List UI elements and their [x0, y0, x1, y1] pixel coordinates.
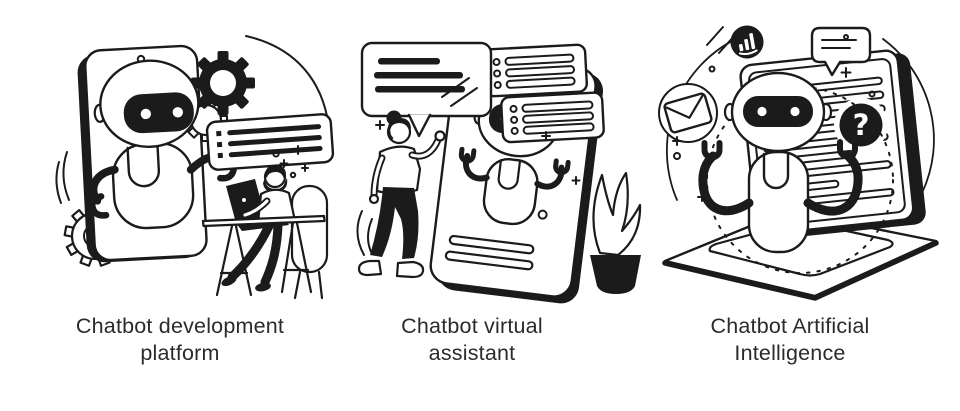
chatbot-robot — [89, 59, 238, 230]
caption-line: Chatbot development — [75, 314, 285, 338]
robot-eye — [172, 107, 184, 118]
robot-face-visor — [743, 96, 813, 127]
screen-text-line — [448, 234, 535, 255]
robot-body — [482, 158, 539, 226]
robot-body — [111, 142, 195, 230]
sparkles — [672, 34, 909, 202]
robot-chest-slot — [497, 159, 521, 190]
caption-line: platform — [140, 341, 220, 365]
robot-arm-right — [803, 150, 863, 216]
robot-gripper-left — [458, 146, 477, 164]
developer-shoe — [255, 282, 271, 292]
sparkles — [272, 145, 309, 179]
desk-top — [201, 214, 326, 228]
caption-line: Chatbot virtual — [401, 314, 543, 338]
robot-gripper-left — [701, 140, 723, 161]
robot-eye — [757, 106, 767, 117]
developer-hair — [265, 164, 286, 179]
woman-hand — [434, 130, 446, 142]
woman-shoe — [395, 260, 425, 279]
speech-bubble-icon — [810, 26, 872, 77]
bar-chart-icon — [730, 25, 764, 59]
chatbot-virtual-assistant-illustration — [356, 41, 642, 304]
caption-line: assistant — [428, 341, 516, 365]
dashed-orbit-circle — [706, 86, 894, 274]
developer-beard — [263, 178, 288, 193]
woman-pants — [370, 187, 419, 259]
robot-gripper-right — [553, 158, 571, 176]
robot-chest-slot — [126, 145, 161, 188]
robot-eye — [790, 106, 800, 117]
developer-at-desk — [201, 164, 329, 300]
caption-line: Chatbot Artificial — [710, 314, 870, 338]
plant-pot — [590, 255, 641, 294]
speech-bubble-tail — [407, 113, 432, 138]
woman-hand — [368, 193, 380, 205]
text-bar — [375, 86, 465, 93]
chatbot-development-platform-illustration — [55, 35, 335, 300]
robot-chest-slot — [762, 152, 790, 190]
robot-face-visor — [123, 92, 194, 134]
text-bar — [378, 58, 440, 65]
robot-eye — [140, 108, 152, 120]
caption-chatbot-development-platform: Chatbot development platform — [30, 313, 330, 367]
developer-shoe — [221, 275, 237, 287]
chat-list-card — [483, 43, 588, 98]
speech-bubble — [360, 41, 493, 138]
arc-decorations — [55, 35, 328, 204]
robot-gripper-left — [89, 193, 110, 219]
potted-plant — [590, 171, 642, 294]
caption-chatbot-virtual-assistant: Chatbot virtual assistant — [352, 313, 592, 367]
caption-line: Intelligence — [734, 341, 846, 365]
desk-legs — [280, 221, 313, 294]
swoosh-arcs — [356, 210, 373, 256]
chat-message-card — [205, 113, 335, 171]
sparkles — [375, 120, 581, 185]
woman-hair — [387, 118, 411, 132]
robot-body — [747, 150, 810, 254]
chatbot-robot — [698, 71, 863, 254]
chatbot-artificial-intelligence-illustration: ? — [658, 25, 939, 301]
black-dot — [903, 69, 909, 75]
plant-leaves — [592, 171, 642, 257]
black-gear-icon — [191, 51, 255, 115]
question-mark-icon: ? — [834, 98, 888, 152]
envelope-icon — [658, 83, 718, 143]
caption-chatbot-artificial-intelligence: Chatbot Artificial Intelligence — [665, 313, 915, 367]
motion-lines — [441, 77, 478, 107]
developer-leg — [260, 220, 283, 287]
woman-user — [357, 110, 446, 279]
robot-gripper-right — [837, 139, 858, 160]
desk-legs — [215, 224, 253, 297]
question-mark-glyph: ? — [853, 108, 870, 142]
robot-arm-left — [698, 151, 754, 216]
text-bar — [374, 72, 463, 79]
woman-shoe — [357, 259, 383, 277]
screen-text-line — [444, 250, 534, 271]
chat-list-card — [500, 91, 605, 144]
